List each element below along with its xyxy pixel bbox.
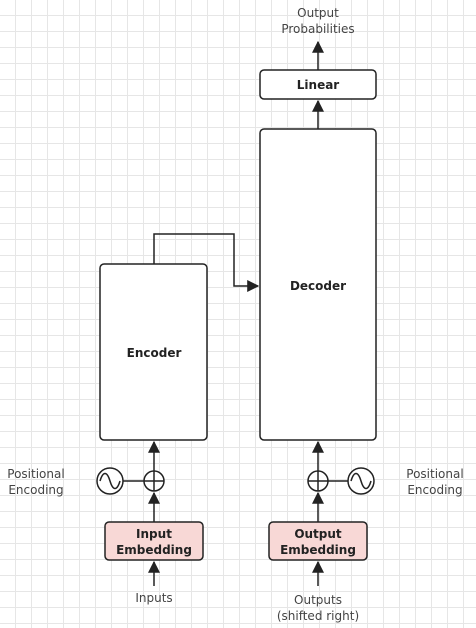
circle-plus-icon <box>307 470 329 492</box>
arrow-encoder-to-decoder <box>153 233 260 292</box>
decoder-label: Decoder <box>290 279 346 293</box>
linear-label: Linear <box>297 78 340 92</box>
output-embedding-label-line2: Embedding <box>280 543 356 557</box>
output-embedding-label-line1: Output <box>294 527 342 541</box>
outputs-label-line2: (shifted right) <box>277 609 359 623</box>
positional-encoding-right-line1: Positional <box>406 467 463 481</box>
circle-plus-icon <box>143 470 165 492</box>
output-probabilities-label-line2: Probabilities <box>281 22 354 36</box>
encoder-label: Encoder <box>127 346 182 360</box>
positional-encoding-right-line2: Encoding <box>407 483 462 497</box>
decoder-box <box>259 128 377 441</box>
inputs-label: Inputs <box>135 591 172 605</box>
input-embedding-label-line2: Embedding <box>116 543 192 557</box>
output-embedding-box <box>268 521 368 561</box>
sine-wave-icon <box>347 467 375 495</box>
positional-encoding-left-line1: Positional <box>7 467 64 481</box>
outputs-label-line1: Outputs <box>294 593 342 607</box>
linear-box <box>259 69 377 100</box>
input-embedding-label-line1: Input <box>136 527 172 541</box>
positional-encoding-left-line2: Encoding <box>8 483 63 497</box>
input-embedding-box <box>104 521 204 561</box>
output-probabilities-label-line1: Output <box>297 6 339 20</box>
sine-wave-icon <box>96 467 124 495</box>
